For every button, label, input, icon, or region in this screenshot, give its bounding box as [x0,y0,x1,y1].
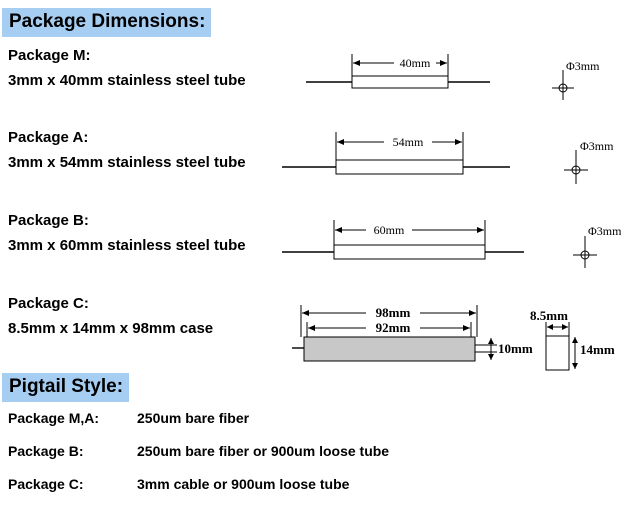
package-c-desc: 8.5mm x 14mm x 98mm case [8,320,214,337]
package-a-name: Package A: [8,129,89,146]
steel-tube [351,75,449,89]
pigtail-style-header: Pigtail Style: [2,373,130,402]
length-label: 54mm [393,135,424,149]
package-m-drawing: 40mm Φ3mm [306,54,600,100]
arrowheads [488,338,494,360]
height-label: 10mm [498,341,533,356]
package-m-name: Package M: [8,47,91,64]
package-c-drawing: 98mm 92mm 10mm 8.5mm 14mm [292,305,615,371]
pigtail-b-name: Package B: [8,443,84,459]
diameter-label: Φ3mm [588,224,622,238]
depth-label: 14mm [580,342,615,357]
pigtail-ma-value: 250um bare fiber [137,410,250,426]
outer-length-label: 98mm [376,305,411,320]
package-a-drawing: 54mm Φ3mm [282,132,614,184]
pigtail-b-value: 250um bare fiber or 900um loose tube [137,443,390,459]
arrowheads [547,324,568,330]
package-b-drawing: 60mm Φ3mm [282,220,622,268]
package-b-name: Package B: [8,212,89,229]
width-label: 8.5mm [530,308,568,323]
inner-length-label: 92mm [376,320,411,335]
steel-tube [333,244,486,260]
steel-tube [335,159,464,175]
diameter-label: Φ3mm [566,59,600,73]
case-end-view [545,335,570,371]
package-c-name: Package C: [8,295,89,312]
pigtail-c-value: 3mm cable or 900um loose tube [137,476,350,492]
package-m-desc: 3mm x 40mm stainless steel tube [8,72,246,89]
case-body [303,336,476,362]
package-drawings: 40mm Φ3mm 54mm Φ3mm 60mm Φ3mm [282,54,622,371]
package-a-desc: 3mm x 54mm stainless steel tube [8,154,246,171]
length-label: 40mm [400,56,431,70]
package-dimensions-header: Package Dimensions: [2,8,212,37]
length-label: 60mm [374,223,405,237]
pigtail-c-name: Package C: [8,476,84,492]
package-b-desc: 3mm x 60mm stainless steel tube [8,237,246,254]
pigtail-ma-name: Package M,A: [8,410,100,426]
diameter-label: Φ3mm [580,139,614,153]
